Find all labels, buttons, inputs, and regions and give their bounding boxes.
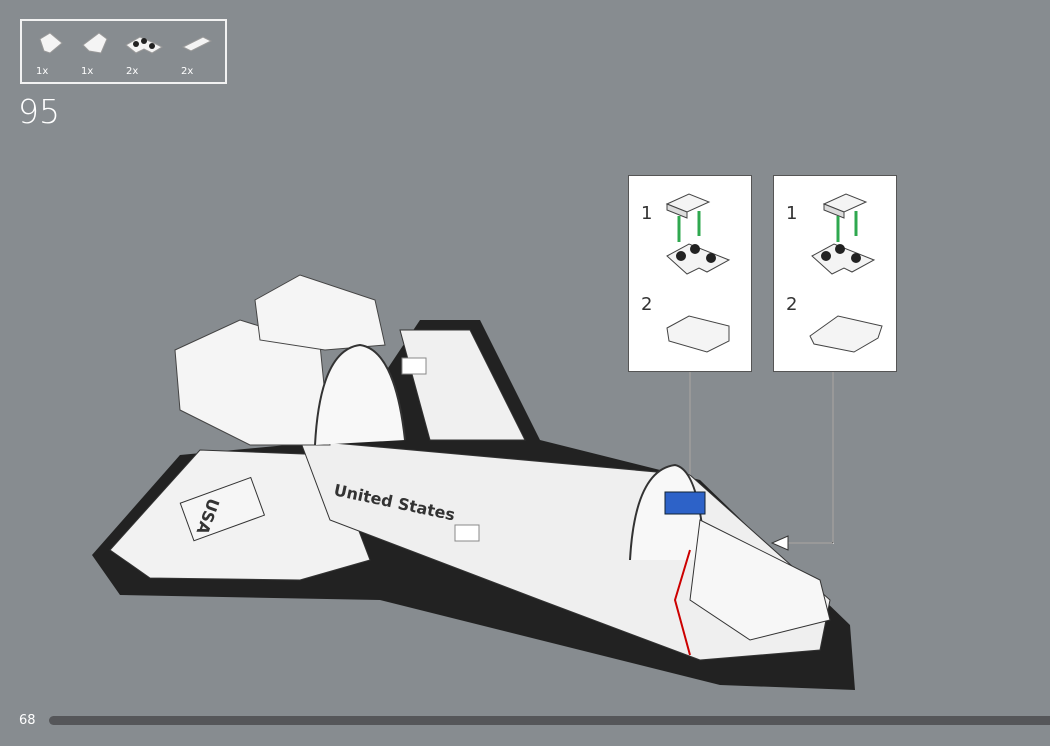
part-qty: 1x [81,66,94,77]
curved-slope-icon [39,32,63,54]
tile-icon [181,36,213,52]
part-tile: 2x [177,29,217,79]
sub-step-label: 1 [786,203,798,224]
arrow-icon [770,535,789,551]
sub-step-illustration [809,193,883,353]
part-curved-slope-right: 1x [77,29,117,79]
sub-step-illustration [665,193,731,353]
sub-step-label: 2 [786,294,798,315]
sub-step-box-1: 1 2 [628,175,752,372]
part-corner-plate: 2x [122,29,164,79]
curved-slope-icon [82,32,108,54]
progress-bar [49,716,1050,725]
callout-line [785,372,834,544]
sub-step-box-2: 1 2 [773,175,897,372]
sub-step-label: 1 [641,203,653,224]
part-qty: 1x [36,66,49,77]
sub-step-label: 2 [641,294,653,315]
parts-list: 1x 1x 2x 2x [20,19,227,84]
step-number: 95 [18,92,60,131]
part-curved-slope-left: 1x [32,29,72,79]
page-number: 68 [19,713,36,728]
shuttle [92,274,855,690]
green-arrow-icon [836,211,858,242]
part-qty: 2x [126,66,139,77]
green-arrow-icon [677,211,701,242]
corner-plate-icon [125,36,164,54]
part-qty: 2x [181,66,194,77]
